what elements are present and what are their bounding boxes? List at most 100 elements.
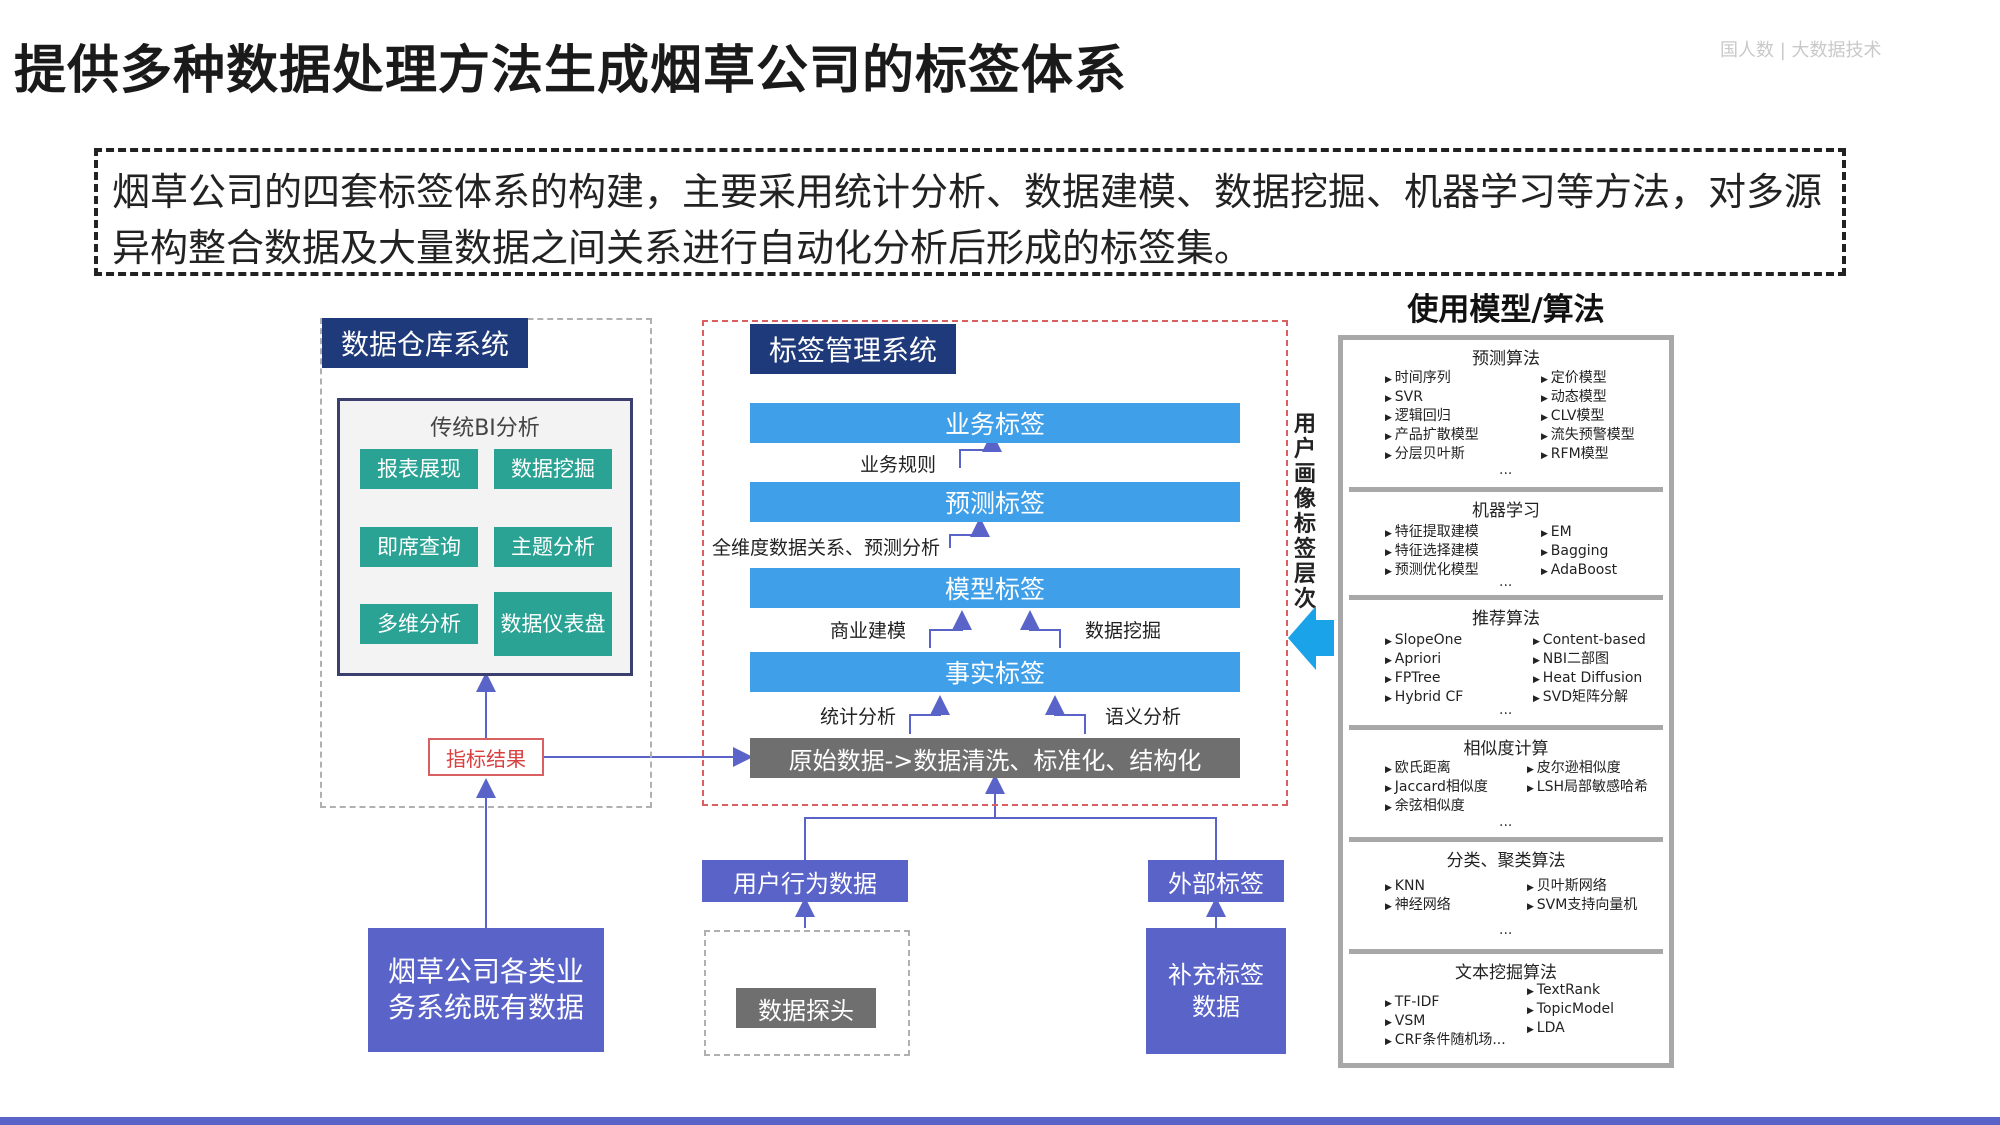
algo-section-title: 机器学习 <box>1472 501 1540 521</box>
layer-prediction: 预测标签 <box>750 482 1240 522</box>
algo-item: 定价模型 <box>1541 370 1635 389</box>
warehouse-header: 数据仓库系统 <box>322 318 528 368</box>
footer-bar <box>0 1117 2000 1125</box>
algo-list-right: TextRank TopicModel LDA <box>1527 982 1614 1039</box>
algo-ellipsis: ... <box>1499 922 1513 938</box>
algo-item: 余弦相似度 <box>1385 798 1488 817</box>
algo-item: 动态模型 <box>1541 389 1635 408</box>
data-probe: 数据探头 <box>736 988 876 1028</box>
intro-text: 烟草公司的四套标签体系的构建，主要采用统计分析、数据建模、数据挖掘、机器学习等方… <box>94 148 1846 276</box>
label-semantic-analysis: 语义分析 <box>1105 706 1182 728</box>
algo-item: Content-based <box>1533 632 1646 651</box>
algo-list-right: 皮尔逊相似度 LSH局部敏感哈希 <box>1527 760 1648 798</box>
algo-list-right: EM Bagging AdaBoost <box>1541 524 1617 581</box>
algo-ellipsis: ... <box>1499 462 1513 478</box>
tag-system-header: 标签管理系统 <box>750 324 956 374</box>
algo-item: 神经网络 <box>1385 897 1451 916</box>
algorithms-panel: 预测算法 时间序列 SVR 逻辑回归 产品扩散模型 分层贝叶斯 定价模型 动态模… <box>1338 335 1674 1068</box>
algo-list-right: 定价模型 动态模型 CLV模型 流失预警模型 RFM模型 <box>1541 370 1635 465</box>
algo-section-title: 推荐算法 <box>1472 609 1540 629</box>
algo-item: 欧氏距离 <box>1385 760 1488 779</box>
algo-list-left: TF-IDF VSM CRF条件随机场... <box>1385 994 1506 1051</box>
algo-item: EM <box>1541 524 1617 543</box>
algo-list-left: 时间序列 SVR 逻辑回归 产品扩散模型 分层贝叶斯 <box>1385 370 1479 465</box>
algo-item: FPTree <box>1385 670 1463 689</box>
layer-business: 业务标签 <box>750 403 1240 443</box>
probe-frame <box>704 930 910 1056</box>
algo-item: 贝叶斯网络 <box>1527 878 1637 897</box>
algo-item: CLV模型 <box>1541 408 1635 427</box>
algo-ellipsis: ... <box>1499 574 1513 590</box>
algo-item: RFM模型 <box>1541 446 1635 465</box>
algo-item: SVM支持向量机 <box>1527 897 1638 916</box>
bi-cell-topic-analysis: 主题分析 <box>494 527 612 567</box>
algo-item: 分层贝叶斯 <box>1385 446 1479 465</box>
algo-item: TF-IDF <box>1385 994 1506 1013</box>
algo-ellipsis: ... <box>1499 702 1513 718</box>
algo-item: SVR <box>1385 389 1479 408</box>
algo-section-title: 文本挖掘算法 <box>1455 963 1557 983</box>
algo-item: SlopeOne <box>1385 632 1463 651</box>
algo-item: 特征选择建模 <box>1385 543 1479 562</box>
algo-list-right: 贝叶斯网络 SVM支持向量机 <box>1527 878 1638 916</box>
algo-section-title: 预测算法 <box>1472 349 1540 369</box>
label-full-dimension: 全维度数据关系、预测分析 <box>712 537 941 559</box>
algo-item: 产品扩散模型 <box>1385 427 1479 446</box>
algorithms-title: 使用模型/算法 <box>1407 292 1605 328</box>
algo-item: Hybrid CF <box>1385 689 1464 708</box>
label-data-mining: 数据挖掘 <box>1085 620 1162 642</box>
algo-section-text-mining: 文本挖掘算法 TF-IDF VSM CRF条件随机场... TextRank T… <box>1349 954 1663 1064</box>
algo-item: 皮尔逊相似度 <box>1527 760 1648 779</box>
algo-item: 逻辑回归 <box>1385 408 1479 427</box>
page-title: 提供多种数据处理方法生成烟草公司的标签体系 <box>14 41 1128 101</box>
supplement-tag-data: 补充标签数据 <box>1146 928 1286 1054</box>
algo-item: 预测优化模型 <box>1385 562 1479 581</box>
algo-section-title: 分类、聚类算法 <box>1446 851 1566 871</box>
algo-item: 特征提取建模 <box>1385 524 1479 543</box>
algo-list-left: 特征提取建模 特征选择建模 预测优化模型 <box>1385 524 1479 581</box>
algo-item: CRF条件随机场... <box>1385 1032 1506 1051</box>
indicator-result: 指标结果 <box>428 738 544 776</box>
algo-item: LSH局部敏感哈希 <box>1527 779 1648 798</box>
algo-list-left: KNN 神经网络 <box>1385 878 1451 916</box>
bi-cell-dashboard: 数据仪表盘 <box>494 592 612 656</box>
algo-ellipsis: ... <box>1499 814 1513 830</box>
hierarchy-label: 用户画像标签层次 <box>1294 412 1317 612</box>
algo-item: Jaccard相似度 <box>1385 779 1488 798</box>
algo-section-similarity: 相似度计算 欧氏距离 Jaccard相似度 余弦相似度 皮尔逊相似度 LSH局部… <box>1349 730 1663 842</box>
algo-list-right: Content-based NBI二部图 Heat Diffusion SVD矩… <box>1533 632 1646 708</box>
algo-list-left: SlopeOne Apriori FPTree Hybrid CF <box>1385 632 1464 708</box>
source-systems: 烟草公司各类业务系统既有数据 <box>368 928 604 1052</box>
algo-item: LDA <box>1527 1020 1614 1039</box>
algo-section-title: 相似度计算 <box>1463 739 1549 759</box>
algo-section-recommend: 推荐算法 SlopeOne Apriori FPTree Hybrid CF C… <box>1349 600 1663 730</box>
algo-item: SVD矩阵分解 <box>1533 689 1646 708</box>
raw-data-bar: 原始数据->数据清洗、标准化、结构化 <box>750 738 1240 778</box>
bi-cell-data-mining: 数据挖掘 <box>494 449 612 489</box>
layer-fact: 事实标签 <box>750 652 1240 692</box>
label-business-rule: 业务规则 <box>860 454 937 476</box>
algo-item: Heat Diffusion <box>1533 670 1646 689</box>
external-tags: 外部标签 <box>1148 860 1284 902</box>
algo-item: TextRank <box>1527 982 1614 1001</box>
tag-system-frame <box>702 320 1288 806</box>
algo-item: TopicModel <box>1527 1001 1614 1020</box>
algo-item: 时间序列 <box>1385 370 1479 389</box>
algo-item: NBI二部图 <box>1533 651 1646 670</box>
algo-item: 流失预警模型 <box>1541 427 1635 446</box>
bi-cell-report: 报表展现 <box>360 449 478 489</box>
algo-list-left: 欧氏距离 Jaccard相似度 余弦相似度 <box>1385 760 1488 817</box>
label-business-modeling: 商业建模 <box>830 620 907 642</box>
algo-item: Bagging <box>1541 543 1617 562</box>
label-statistical-analysis: 统计分析 <box>820 706 897 728</box>
bi-cell-multidim: 多维分析 <box>360 604 478 644</box>
algo-item: VSM <box>1385 1013 1506 1032</box>
layer-model: 模型标签 <box>750 568 1240 608</box>
bi-cell-adhoc-query: 即席查询 <box>360 527 478 567</box>
algo-item: KNN <box>1385 878 1451 897</box>
algo-section-classification: 分类、聚类算法 KNN 神经网络 贝叶斯网络 SVM支持向量机 ... <box>1349 842 1663 954</box>
algo-section-prediction: 预测算法 时间序列 SVR 逻辑回归 产品扩散模型 分层贝叶斯 定价模型 动态模… <box>1349 340 1663 492</box>
bi-analysis-title: 传统BI分析 <box>430 416 540 441</box>
user-behavior-data: 用户行为数据 <box>702 860 908 902</box>
